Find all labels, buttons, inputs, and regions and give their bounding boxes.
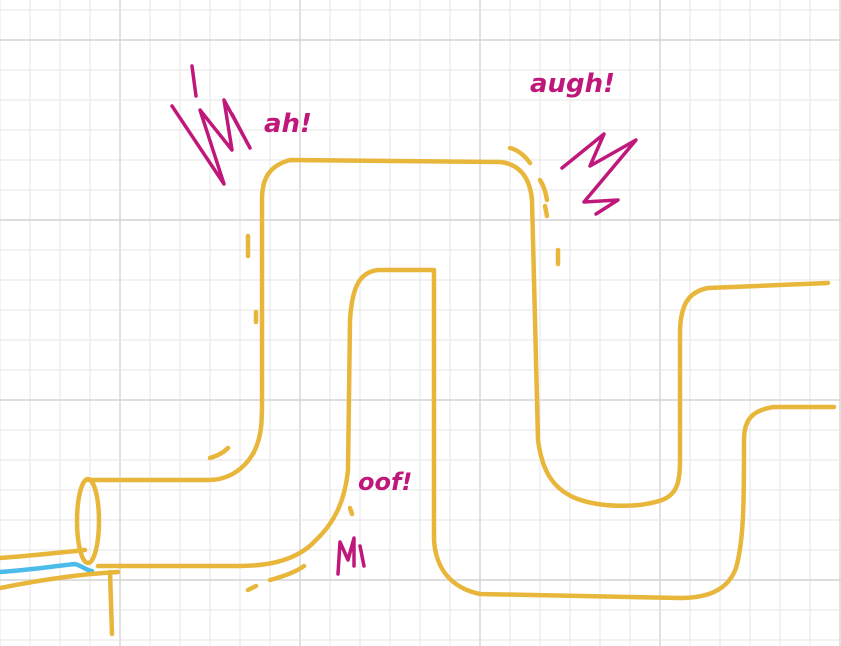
impact-mark-oof <box>336 536 366 576</box>
exclamation-oof-label: oof! <box>358 468 412 496</box>
impact-mark-augh <box>560 132 638 216</box>
water-stream <box>0 561 95 575</box>
exclamation-ah-label: ah! <box>264 109 312 139</box>
impact-mark-ah <box>170 64 252 186</box>
pipe <box>0 145 837 637</box>
exclamation-augh-label: augh! <box>530 69 615 99</box>
impact-marks <box>170 64 638 576</box>
